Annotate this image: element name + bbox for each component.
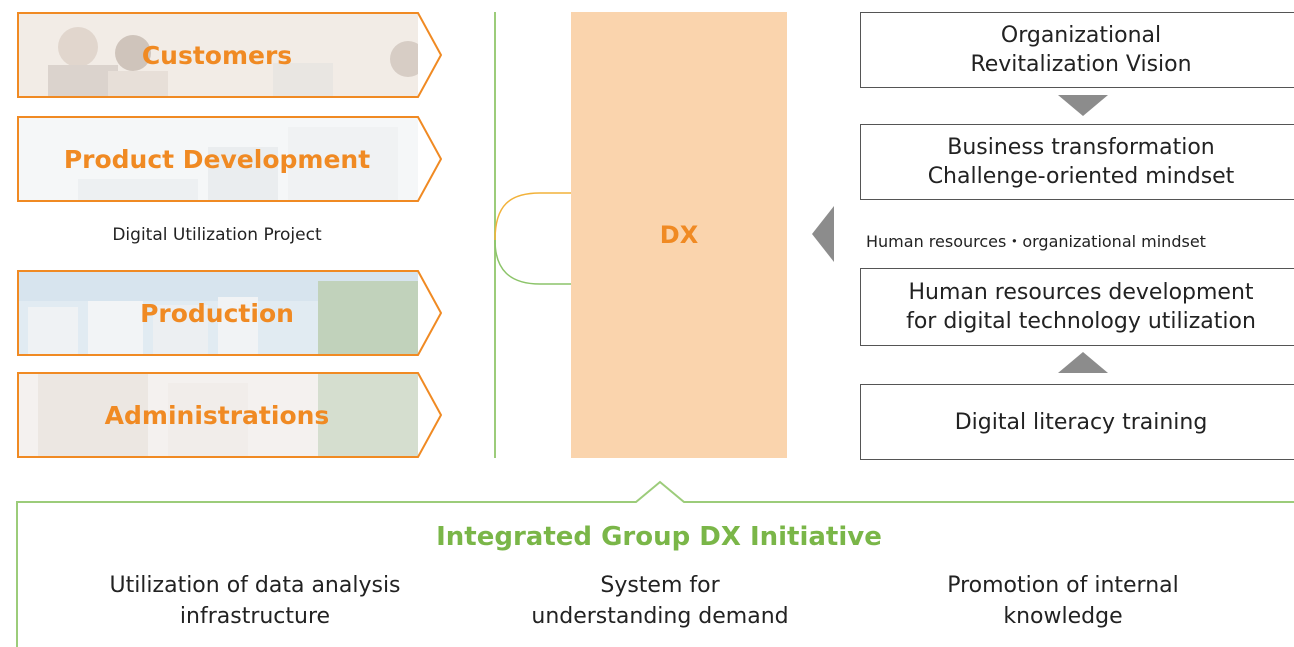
people-photo (18, 13, 418, 97)
digital-literacy-box: Digital literacy training (860, 384, 1294, 460)
category-production: Production (17, 270, 442, 356)
vision-line-2: Revitalization Vision (970, 52, 1192, 77)
initiative-panel-frame (16, 480, 1294, 647)
lower-connector-line (494, 239, 602, 285)
initiative-title: Integrated Group DX Initiative (436, 522, 882, 552)
initiative-item-internal-knowledge: Promotion of internal knowledge (893, 570, 1233, 632)
category-arrow-frame (17, 116, 442, 202)
category-customers: Customers (17, 12, 442, 98)
business-line-2: Challenge-oriented mindset (927, 164, 1235, 189)
initiative-item-line: System for (600, 573, 720, 598)
category-label: Administrations (104, 400, 330, 430)
category-administrations: Administrations (17, 372, 442, 458)
down-triangle-icon (1058, 95, 1108, 116)
factory-tanks-photo (18, 271, 418, 355)
vision-line-1: Organizational (1000, 23, 1162, 48)
up-triangle-icon (1058, 352, 1108, 373)
initiative-item-data-analysis: Utilization of data analysis infrastruct… (85, 570, 425, 632)
office-photo (18, 373, 418, 457)
category-arrow-frame (17, 12, 442, 98)
hr-mindset-label: Human resources・organizational mindset (866, 232, 1206, 251)
initiative-item-line: knowledge (1003, 604, 1123, 629)
hr-dev-line-2: for digital technology utilization (906, 309, 1256, 334)
left-pointer-triangle-icon (812, 206, 834, 262)
upper-connector-line (494, 192, 602, 241)
initiative-item-line: Promotion of internal (947, 573, 1179, 598)
category-product-development: Product Development (17, 116, 442, 202)
category-label: Customers (141, 40, 293, 70)
business-line-1: Business transformation (947, 135, 1215, 160)
literacy-label: Digital literacy training (954, 409, 1208, 435)
business-transformation-box: Business transformation Challenge-orient… (860, 124, 1294, 200)
hr-dev-line-1: Human resources development (908, 280, 1254, 305)
category-arrow-frame (17, 372, 442, 458)
initiative-item-line: understanding demand (531, 604, 789, 629)
digital-utilization-project-label: Digital Utilization Project (112, 225, 322, 245)
dx-column: DX (571, 12, 787, 458)
category-label: Product Development (63, 144, 371, 174)
category-arrow-frame (17, 270, 442, 356)
initiative-item-demand-system: System for understanding demand (490, 570, 830, 632)
dx-label: DX (659, 221, 699, 249)
laboratory-photo (18, 117, 418, 201)
vision-box: Organizational Revitalization Vision (860, 12, 1294, 88)
initiative-item-line: Utilization of data analysis (109, 573, 401, 598)
category-label: Production (140, 298, 294, 328)
initiative-item-line: infrastructure (179, 604, 331, 629)
hr-development-box: Human resources development for digital … (860, 268, 1294, 346)
